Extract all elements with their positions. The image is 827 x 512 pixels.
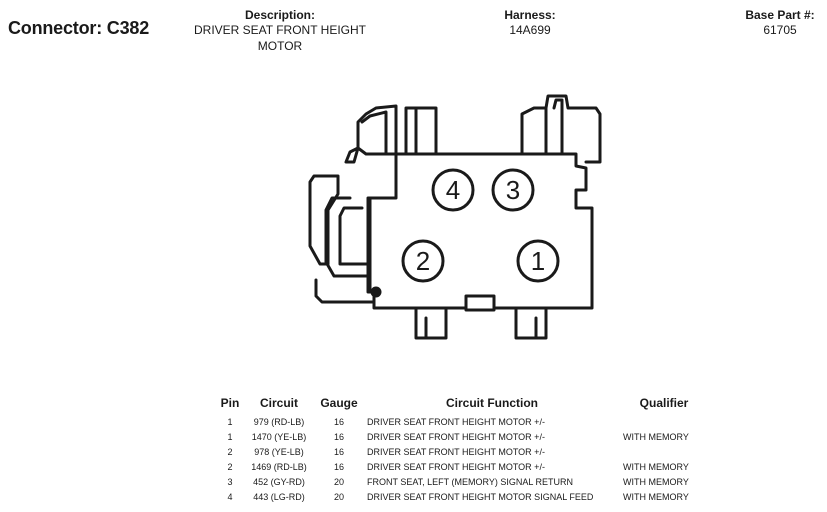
table-row: 2 978 (YE-LB) 16 DRIVER SEAT FRONT HEIGH… xyxy=(216,444,708,459)
table-row: 4 443 (LG-RD) 20 DRIVER SEAT FRONT HEIGH… xyxy=(216,489,708,504)
pin-1-circle xyxy=(516,239,560,283)
right-latch xyxy=(520,106,548,156)
cell-qualifier: WITH MEMORY xyxy=(623,431,689,442)
cell-circuit: 979 (RD-LB) xyxy=(253,416,305,427)
description-line-1: DRIVER SEAT FRONT HEIGHT xyxy=(193,23,367,37)
description-block: Description: DRIVER SEAT FRONT HEIGHT MO… xyxy=(170,8,390,54)
pin-2-label: 2 xyxy=(416,246,430,276)
cell-gauge: 20 xyxy=(333,491,344,502)
left-wire-hook xyxy=(314,278,376,304)
description-label: Description: xyxy=(244,8,315,22)
description-value: DRIVER SEAT FRONT HEIGHT MOTOR xyxy=(170,22,390,54)
connector-title: Connector: C382 xyxy=(8,18,150,38)
harness-value: 14A699 xyxy=(509,23,551,37)
pin-table-header: Pin Circuit Gauge Circuit Function Quali… xyxy=(216,396,708,414)
cell-pin: 3 xyxy=(227,476,233,487)
cell-qualifier: WITH MEMORY xyxy=(623,461,689,472)
harness-label: Harness: xyxy=(504,8,556,22)
cell-gauge: 16 xyxy=(333,431,344,442)
connector-face-diagram: 4 3 2 1 xyxy=(308,94,602,340)
cell-function: DRIVER SEAT FRONT HEIGHT MOTOR SIGNAL FE… xyxy=(367,491,594,502)
pin-3-label: 3 xyxy=(506,175,520,205)
pin-3-circle xyxy=(491,168,535,212)
right-latch-hook xyxy=(544,94,602,164)
cell-gauge: 16 xyxy=(333,461,344,472)
cell-gauge: 16 xyxy=(333,416,344,427)
right-latch-inner xyxy=(552,98,564,156)
cell-qualifier: WITH MEMORY xyxy=(623,476,689,487)
pin-4-label: 4 xyxy=(446,175,460,205)
base-part-value: 61705 xyxy=(763,23,797,37)
left-tab-lower xyxy=(344,146,360,164)
cell-pin: 4 xyxy=(227,491,233,502)
cell-pin: 1 xyxy=(227,416,233,427)
cell-circuit: 452 (GY-RD) xyxy=(253,476,305,487)
cell-circuit: 443 (LG-RD) xyxy=(253,491,305,502)
cell-qualifier xyxy=(620,444,708,459)
cell-function: DRIVER SEAT FRONT HEIGHT MOTOR +/- xyxy=(367,446,545,457)
table-row: 3 452 (GY-RD) 20 FRONT SEAT, LEFT (MEMOR… xyxy=(216,474,708,489)
cell-function: DRIVER SEAT FRONT HEIGHT MOTOR +/- xyxy=(367,416,545,427)
table-row: 1 979 (RD-LB) 16 DRIVER SEAT FRONT HEIGH… xyxy=(216,414,708,429)
cell-qualifier: WITH MEMORY xyxy=(623,491,689,502)
cell-pin: 1 xyxy=(227,431,233,442)
pin-table: Pin Circuit Gauge Circuit Function Quali… xyxy=(216,396,708,504)
col-circuit-function: Circuit Function xyxy=(446,396,538,410)
description-line-2: MOTOR xyxy=(257,39,303,53)
cell-pin: 2 xyxy=(227,461,233,472)
cell-circuit: 978 (YE-LB) xyxy=(254,446,304,457)
col-pin: Pin xyxy=(220,396,240,410)
bottom-tab-right xyxy=(514,306,548,340)
base-part-block: Base Part #: 61705 xyxy=(710,8,827,38)
left-guide-inner xyxy=(338,206,370,266)
latch-pin-dot xyxy=(370,286,382,298)
cell-function: DRIVER SEAT FRONT HEIGHT MOTOR +/- xyxy=(367,431,545,442)
cell-circuit: 1470 (YE-LB) xyxy=(251,431,307,442)
pin-1-label: 1 xyxy=(531,246,545,276)
bottom-key-center xyxy=(464,294,496,312)
cell-pin: 2 xyxy=(227,446,233,457)
col-qualifier: Qualifier xyxy=(639,396,689,410)
cell-gauge: 20 xyxy=(333,476,344,487)
col-circuit: Circuit xyxy=(259,396,298,410)
left-guide-outer xyxy=(308,174,340,266)
cell-function: DRIVER SEAT FRONT HEIGHT MOTOR +/- xyxy=(367,461,545,472)
top-rib-left xyxy=(404,106,438,156)
left-guide-mid xyxy=(324,196,370,278)
connector-body xyxy=(366,152,594,310)
table-row: 2 1469 (RD-LB) 16 DRIVER SEAT FRONT HEIG… xyxy=(216,459,708,474)
left-latch-inner xyxy=(360,110,388,156)
bottom-tab-left xyxy=(414,306,448,340)
col-gauge: Gauge xyxy=(320,396,358,410)
pin-4-circle xyxy=(431,168,475,212)
table-row: 1 1470 (YE-LB) 16 DRIVER SEAT FRONT HEIG… xyxy=(216,429,708,444)
pin-2-circle xyxy=(401,239,445,283)
harness-block: Harness: 14A699 xyxy=(470,8,590,38)
base-part-label: Base Part #: xyxy=(745,8,815,22)
cell-qualifier xyxy=(620,414,708,429)
cell-circuit: 1469 (RD-LB) xyxy=(251,461,307,472)
cell-gauge: 16 xyxy=(333,446,344,457)
left-latch xyxy=(356,104,398,156)
cell-function: FRONT SEAT, LEFT (MEMORY) SIGNAL RETURN xyxy=(367,476,574,487)
